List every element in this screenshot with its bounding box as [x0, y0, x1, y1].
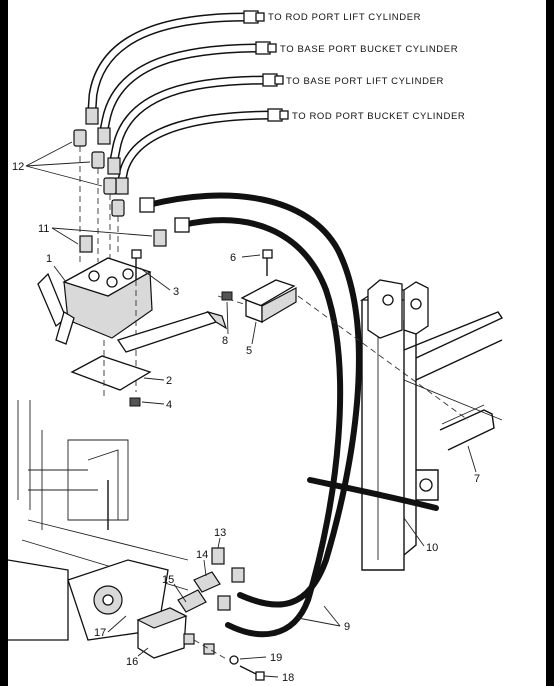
- control-valve-1: [37, 257, 153, 345]
- mounting-plate-2: [70, 310, 228, 391]
- callout-4: 4: [166, 399, 172, 411]
- callout-19: 19: [270, 652, 282, 664]
- dest-label-rod-port-bucket: TO ROD PORT BUCKET CYLINDER: [292, 111, 465, 122]
- nut-4: [129, 397, 141, 407]
- u-bolt-7: [439, 404, 495, 451]
- tractor-structure: [8, 400, 189, 641]
- bracket-5: [217, 279, 469, 421]
- callout-3: 3: [173, 286, 179, 298]
- callout-16: 16: [126, 656, 138, 668]
- fitting-15: [177, 589, 231, 613]
- hydraulic-exploded-view: TO ROD PORT LIFT CYLINDER TO BASE PORT B…: [8, 10, 504, 684]
- washer-19: [229, 655, 239, 665]
- loader-frame: [359, 279, 504, 571]
- dest-label-rod-port-lift: TO ROD PORT LIFT CYLINDER: [268, 12, 421, 23]
- callout-8: 8: [222, 335, 228, 347]
- callout-1: 1: [46, 253, 52, 265]
- cable: [307, 477, 439, 511]
- dest-label-base-port-bucket: TO BASE PORT BUCKET CYLINDER: [280, 44, 458, 55]
- callout-6: 6: [230, 252, 236, 264]
- nut-8: [221, 291, 233, 301]
- callout-9: 9: [344, 621, 350, 633]
- callout-15: 15: [162, 574, 174, 586]
- callout-5: 5: [246, 345, 252, 357]
- elbow-fittings-12: [73, 129, 125, 265]
- callout-17: 17: [94, 627, 106, 639]
- fitting-13: [211, 547, 225, 565]
- callout-2: 2: [166, 375, 172, 387]
- upper-hose-end-fittings: [243, 10, 289, 122]
- callout-13: 13: [214, 527, 226, 539]
- callout-18: 18: [282, 672, 294, 684]
- callout-12: 12: [12, 161, 24, 173]
- lower-fittings: [183, 633, 229, 661]
- fitting-14: [193, 567, 245, 593]
- callout-7: 7: [474, 473, 480, 485]
- upper-hose-group: [87, 12, 281, 185]
- block-16: [136, 607, 188, 659]
- pressure-hoses-9: [139, 192, 362, 638]
- elbow-fittings-11: [79, 229, 167, 253]
- diagram-frame: TO ROD PORT LIFT CYLINDER TO BASE PORT B…: [8, 0, 546, 686]
- bolt-6: [262, 249, 273, 276]
- callout-11: 11: [38, 223, 49, 235]
- dest-label-base-port-lift: TO BASE PORT LIFT CYLINDER: [286, 76, 444, 87]
- callout-14: 14: [196, 549, 208, 561]
- bolt-18: [239, 665, 265, 681]
- callout-10: 10: [426, 542, 438, 554]
